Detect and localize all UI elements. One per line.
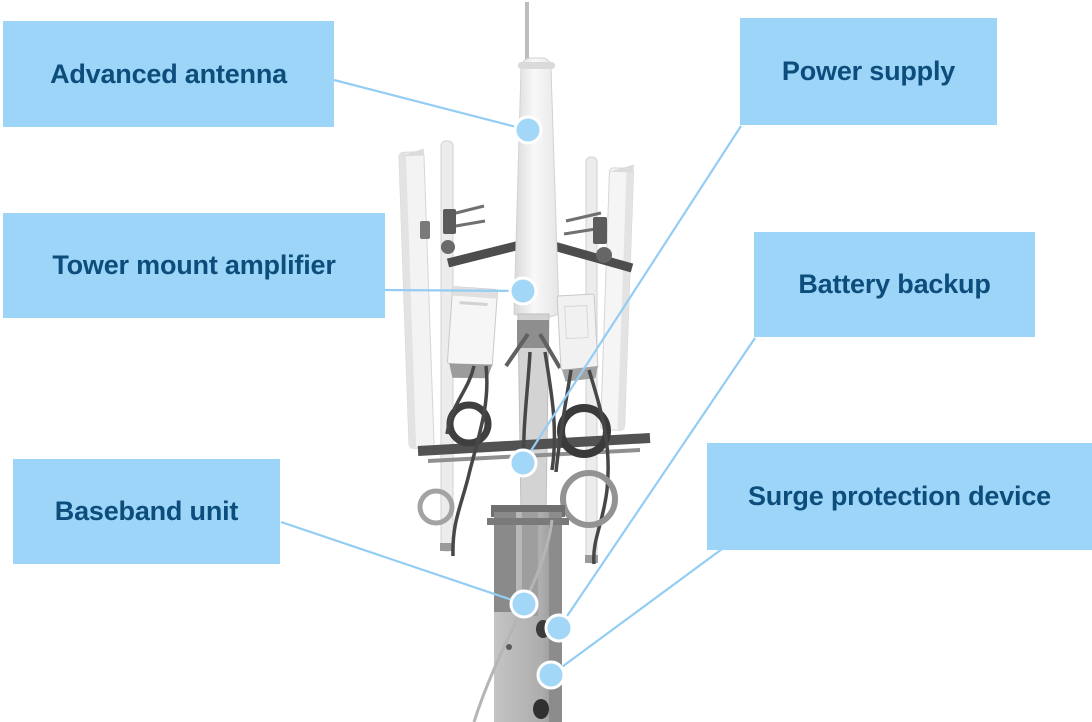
left-bracket — [420, 221, 430, 239]
pole-conduit-left — [494, 512, 516, 612]
marker-battery-backup — [544, 613, 574, 643]
label-advanced-antenna-text: Advanced antenna — [50, 58, 287, 89]
pole-mark — [506, 644, 512, 650]
connector-advanced-antenna — [333, 78, 529, 132]
label-power-supply: Power supply — [740, 18, 997, 125]
label-surge-protection-device: Surge protection device — [707, 443, 1092, 550]
label-tower-mount-amplifier: Tower mount amplifier — [3, 213, 385, 318]
right-dipole-rod — [565, 211, 602, 223]
right-rru-box — [556, 293, 599, 382]
pole-hole — [533, 699, 549, 719]
marker-dots — [508, 115, 574, 690]
connector-surge-protection-device — [550, 548, 723, 676]
label-baseband-unit-text: Baseband unit — [54, 496, 239, 526]
right-clamp — [593, 217, 607, 244]
label-tower-mount-amplifier-text: Tower mount amplifier — [52, 250, 336, 280]
label-battery-backup-text: Battery backup — [798, 269, 991, 299]
bottom-hoop-right — [560, 470, 618, 528]
label-baseband-unit: Baseband unit — [13, 459, 280, 564]
pole-clamp — [487, 518, 569, 525]
left-clamp — [443, 209, 456, 234]
right-panel-antenna — [600, 164, 634, 431]
marker-surge-protection-device — [536, 660, 566, 690]
left-pipe-cap — [440, 543, 454, 551]
label-battery-backup: Battery backup — [754, 232, 1035, 337]
connector-power-supply — [522, 125, 742, 464]
right-clamp-knob — [596, 247, 612, 263]
marker-baseband-unit — [509, 589, 539, 619]
label-power-supply-text: Power supply — [781, 56, 956, 86]
cylinder-cap — [518, 62, 555, 69]
left-panel-antenna — [398, 148, 435, 449]
connector-tower-mount-amplifier — [384, 288, 524, 293]
connector-baseband-unit — [280, 520, 525, 606]
left-dipole-rod — [451, 204, 485, 216]
mast-struts — [504, 332, 562, 370]
marker-advanced-antenna — [513, 115, 543, 145]
bottom-hoop-left — [417, 488, 455, 526]
left-clamp-knob — [441, 240, 455, 254]
marker-tower-mount-amplifier — [508, 276, 538, 306]
marker-power-supply — [508, 448, 538, 478]
connector-battery-backup — [558, 337, 756, 629]
right-pipe-cap — [585, 555, 598, 563]
label-surge-protection-device-text: Surge protection device — [748, 481, 1051, 511]
connector-lines — [280, 78, 756, 676]
label-advanced-antenna: Advanced antenna — [3, 21, 334, 127]
left-rru-box — [446, 286, 498, 379]
